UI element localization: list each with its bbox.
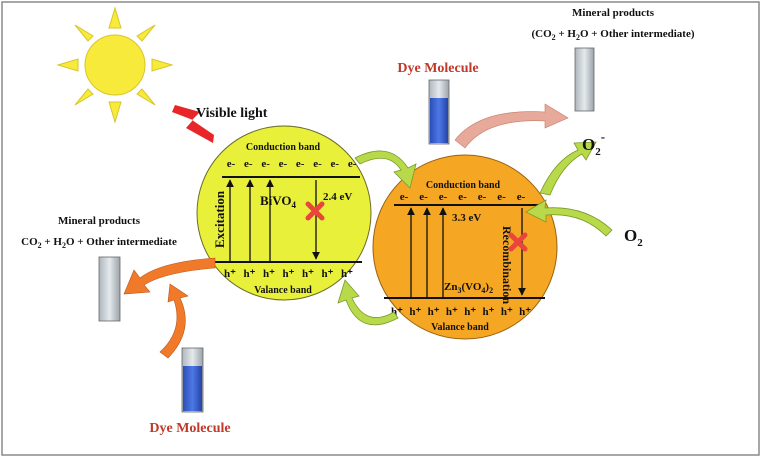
degradation-arrow-top [454,103,569,149]
bivo4-valence-band-label: Valance band [254,285,312,296]
bivo4-electron-1: e- [227,158,236,170]
zn-holes: h⁺h⁺h⁺h⁺h⁺h⁺h⁺h⁺ [391,306,531,318]
bivo4-electron-7: e- [331,158,340,170]
zn-hole-3: h⁺ [428,306,440,318]
zn-hole-7: h⁺ [501,306,513,318]
bivo4-hole-4: h⁺ [283,268,295,280]
zn-valence-band-label: Valance band [431,322,489,333]
visible-light-label: Visible light [196,106,268,121]
bivo4-hole-2: h⁺ [244,268,256,280]
zn-hole-5: h⁺ [464,306,476,318]
degradation-arrow-left [123,257,216,295]
oxygen-reduction-arrow [539,141,597,196]
zn-electron-6: e- [497,191,506,203]
sun-icon [56,6,174,124]
zn-hole-6: h⁺ [483,306,495,318]
zn3vo42-particle: Conduction band e-e-e-e-e-e-e- h⁺ h⁺ h⁺ h⁺ h… [372,154,558,340]
zn-electron-2: e- [419,191,428,203]
dye-molecule-top-label: Dye Molecule [397,61,478,76]
bivo4-electrons: e-e-e-e-e-e-e-e- [227,158,357,170]
bivo4-hole-1: h⁺ [224,268,236,280]
bivo4-name: BiVO4 [260,193,297,210]
mineral-products-top-formula: (CO2 + H2O + Other intermediate) [531,28,694,42]
mineral-products-top-title: Mineral products [572,7,655,19]
cross-icon [508,232,528,252]
bivo4-hole-7: h⁺ [341,268,353,280]
zn-electron-7: e- [517,191,526,203]
dye-tube-bottom [181,347,204,413]
zn-electron-3: e- [439,191,448,203]
cross-icon [305,201,325,221]
bivo4-electron-3: e- [261,158,270,170]
bivo4-holes: h⁺ h⁺ h⁺ h⁺ h⁺ h⁺ h⁺ [224,268,353,280]
zn-gap-label: 3.3 eV [452,212,481,224]
recombination-label: Recombination [500,226,514,304]
zn-name: Zn3(VO4)2 [444,281,493,295]
zn-hole-4: h⁺ [446,306,458,318]
zn-electron-5: e- [478,191,487,203]
bivo4-conduction-band-label: Conduction band [246,142,321,153]
product-tube-top [574,47,595,112]
bivo4-gap-label: 2.4 eV [323,191,352,203]
zn-hole-8: h⁺ [519,306,531,318]
dye-molecule-bottom-label: Dye Molecule [149,421,230,436]
zn-electron-4: e- [458,191,467,203]
dye-tube-top [428,79,450,145]
superoxide-label: O2- [582,129,605,158]
zn-electron-1: e- [400,191,409,203]
bivo4-electron-5: e- [296,158,305,170]
bivo4-hole-6: h⁺ [322,268,334,280]
bivo4-hole-5: h⁺ [302,268,314,280]
mineral-products-left-title: Mineral products [58,215,141,227]
mineral-products-left-formula: CO2 + H2O + Other intermediate [21,236,177,250]
bivo4-electron-6: e- [313,158,322,170]
bivo4-particle: Conduction band e-e-e-e-e-e-e-e- h⁺h⁺h⁺h… [196,125,372,301]
zn-hole-2: h⁺ [409,306,421,318]
degradation-arrow-lower [159,283,189,359]
electron-transfer-arrow [354,150,417,189]
zn-electrons: e-e-e-e-e-e-e- [400,191,526,203]
excitation-label: Excitation [212,190,227,248]
oxygen-label: O2 [624,226,643,249]
hole-transfer-arrow [337,279,399,326]
bivo4-electron-8: e- [348,158,357,170]
bivo4-electron-2: e- [244,158,253,170]
bivo4-hole-3: h⁺ [263,268,275,280]
bivo4-electron-4: e- [279,158,288,170]
zn-conduction-band-label: Conduction band [426,180,501,191]
oxygen-input-arrow [525,199,613,237]
lightning-icon [172,105,214,143]
product-tube-left [98,256,121,322]
